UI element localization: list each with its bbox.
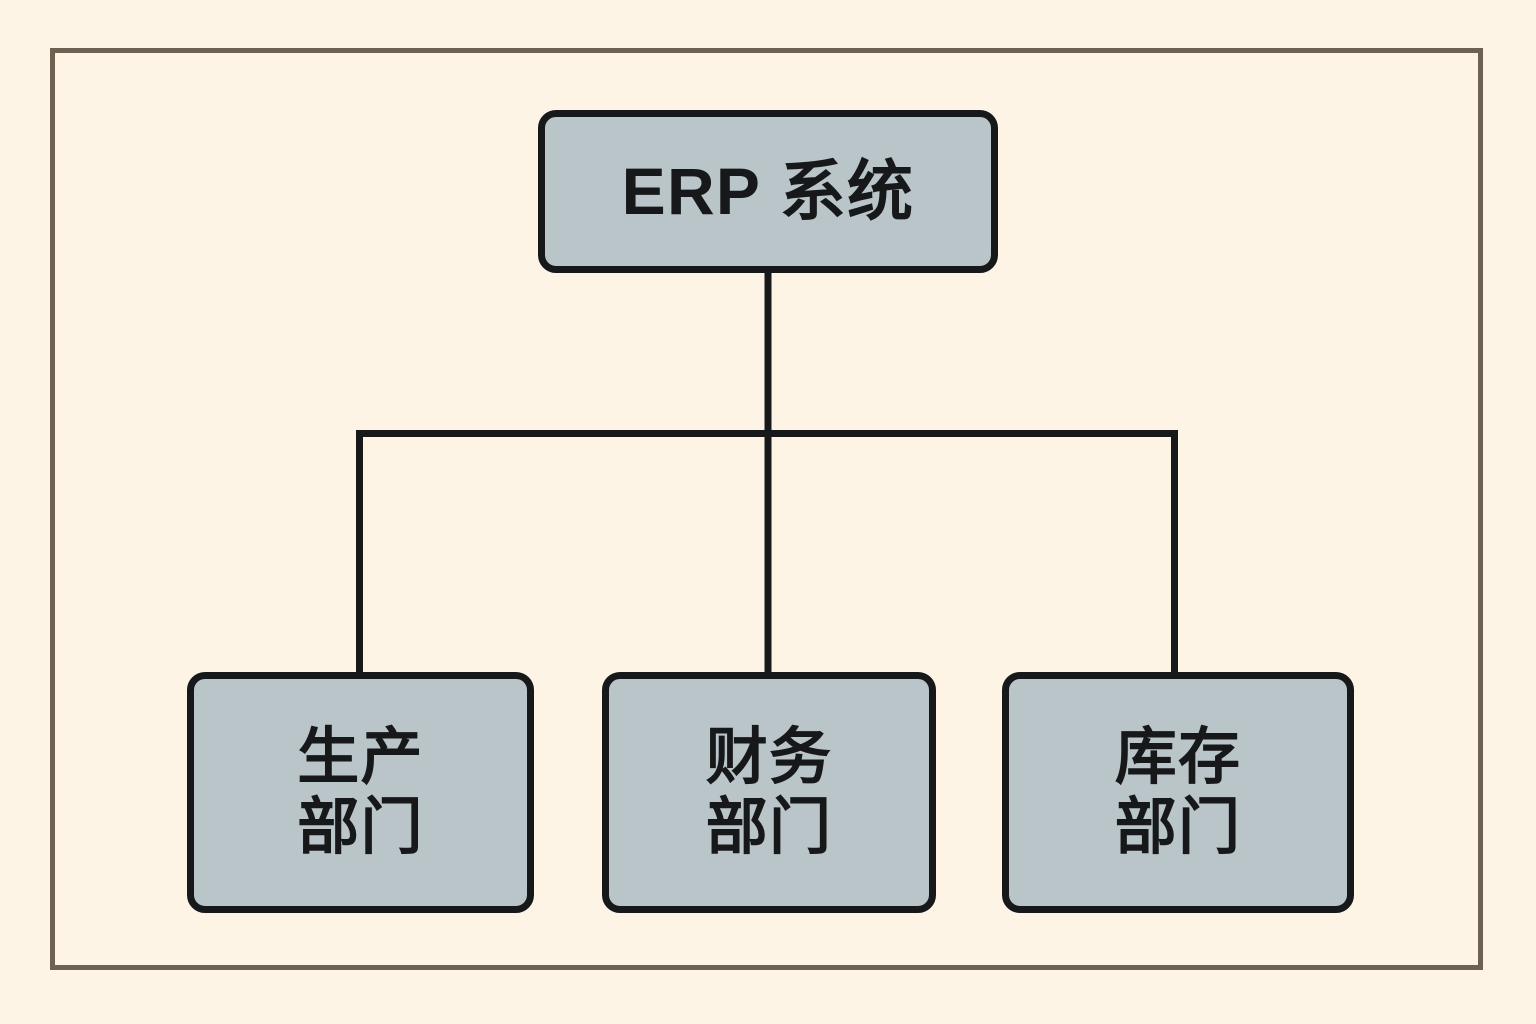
- node-erp-system[interactable]: ERP 系统: [538, 110, 998, 273]
- node-finance-department[interactable]: 财务 部门: [602, 672, 936, 913]
- node-label-finance-department: 财务 部门: [705, 723, 833, 862]
- diagram-frame-border: [50, 48, 1483, 970]
- node-label-inventory-department: 库存 部门: [1114, 723, 1242, 862]
- node-production-department[interactable]: 生产 部门: [187, 672, 534, 913]
- node-label-production-department: 生产 部门: [297, 723, 424, 862]
- node-inventory-department[interactable]: 库存 部门: [1002, 672, 1354, 913]
- node-label-erp-system: ERP 系统: [621, 153, 915, 228]
